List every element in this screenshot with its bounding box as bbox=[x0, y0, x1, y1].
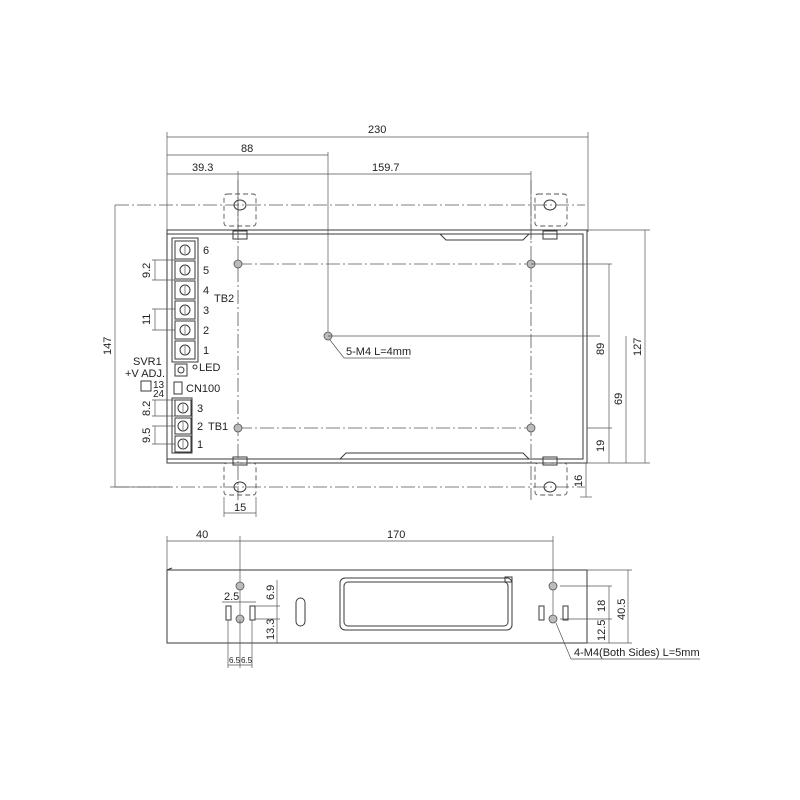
dim-6-5-right: 6.5 bbox=[241, 656, 253, 665]
dim-170: 170 bbox=[387, 529, 405, 541]
cn100-label: CN100 bbox=[186, 383, 220, 395]
dim-8-2: 8.2 bbox=[141, 401, 153, 416]
side-view: 40 170 2.5 6.9 13.3 6.5 6.5 bbox=[166, 529, 700, 668]
dim-69: 69 bbox=[613, 393, 625, 405]
top-view: 230 88 39.3 159.7 bbox=[102, 124, 650, 517]
callout-4-m4: 4-M4(Both Sides) L=5mm bbox=[574, 647, 700, 659]
cn100-row1: 13 bbox=[153, 380, 165, 391]
tb2-label: TB2 bbox=[214, 293, 234, 305]
tb2-pin-4: 4 bbox=[203, 285, 209, 297]
dim-18: 18 bbox=[596, 600, 608, 612]
dim-2-5: 2.5 bbox=[224, 591, 239, 603]
tb2-pin-1: 1 bbox=[203, 345, 209, 357]
dim-6-9: 6.9 bbox=[265, 585, 277, 600]
dim-159-7: 159.7 bbox=[372, 162, 400, 174]
tb2-pin-2: 2 bbox=[203, 325, 209, 337]
dim-89: 89 bbox=[595, 343, 607, 355]
led-label: LED bbox=[199, 362, 220, 374]
dim-9-2: 9.2 bbox=[141, 263, 153, 278]
dim-88: 88 bbox=[241, 143, 253, 155]
dim-12-5: 12.5 bbox=[596, 620, 608, 641]
callout-5-m4: 5-M4 L=4mm bbox=[346, 346, 411, 358]
dim-40: 40 bbox=[196, 529, 208, 541]
dim-9-5: 9.5 bbox=[141, 428, 153, 443]
dim-230: 230 bbox=[368, 124, 386, 136]
svr-adj-label: +V ADJ. bbox=[125, 368, 165, 380]
dim-11: 11 bbox=[141, 314, 153, 325]
dim-39-3: 39.3 bbox=[192, 162, 213, 174]
tb2-terminals bbox=[174, 240, 196, 360]
dim-19: 19 bbox=[595, 440, 607, 452]
svr1-label: SVR1 bbox=[133, 356, 162, 368]
tb2-pin-3: 3 bbox=[203, 305, 209, 317]
dim-6-5-left: 6.5 bbox=[229, 656, 241, 665]
dim-15: 15 bbox=[234, 502, 246, 514]
tb2-pin-5: 5 bbox=[203, 265, 209, 277]
tb1-pin-2: 2 bbox=[197, 421, 203, 433]
dim-127: 127 bbox=[632, 338, 644, 356]
tb1-pin-3: 3 bbox=[197, 403, 203, 415]
dim-147: 147 bbox=[102, 337, 114, 355]
tb1-label: TB1 bbox=[208, 421, 228, 433]
dim-16: 16 bbox=[573, 475, 585, 487]
dim-13-3: 13.3 bbox=[265, 619, 277, 640]
dim-40-5: 40.5 bbox=[616, 599, 628, 620]
tb2-pin-6: 6 bbox=[203, 245, 209, 257]
cn100-row2: 24 bbox=[153, 389, 165, 400]
tb1-pin-1: 1 bbox=[197, 439, 203, 451]
